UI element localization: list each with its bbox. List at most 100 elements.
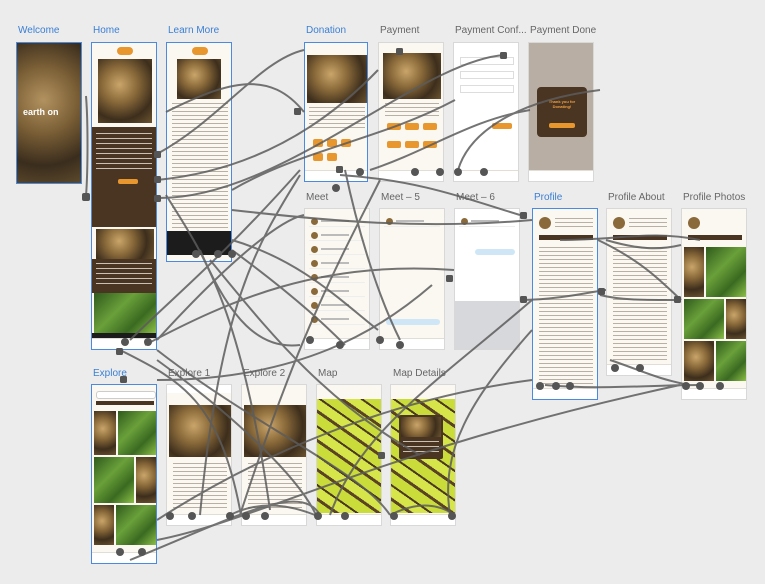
keyboard[interactable] xyxy=(455,301,519,349)
header xyxy=(167,385,231,393)
tab-row[interactable] xyxy=(539,235,593,240)
list-item[interactable] xyxy=(309,301,365,311)
artboard-label-payment-conf[interactable]: Payment Conf... xyxy=(455,25,527,36)
brand-logo: earth on xyxy=(23,107,59,117)
artboard-map-details[interactable] xyxy=(390,384,456,526)
photo-tile[interactable] xyxy=(684,299,724,339)
artboard-label-home[interactable]: Home xyxy=(93,25,120,36)
artboard-label-profile-about[interactable]: Profile About xyxy=(608,192,665,203)
tab-bar[interactable] xyxy=(380,338,444,349)
photo-tile[interactable] xyxy=(94,457,134,503)
chat-bubble xyxy=(475,249,515,255)
amount-option[interactable] xyxy=(327,139,337,147)
photo-tile[interactable] xyxy=(136,457,156,503)
description-text xyxy=(173,463,227,509)
photo-tile[interactable] xyxy=(94,411,116,455)
artboard-donation[interactable] xyxy=(304,42,368,182)
done-button[interactable] xyxy=(549,123,575,128)
threats-section xyxy=(92,259,156,293)
artboard-profile-photos[interactable] xyxy=(681,208,747,400)
photo-tile[interactable] xyxy=(684,247,704,297)
artboard-welcome[interactable]: earth on xyxy=(16,42,82,184)
artboard-label-payment[interactable]: Payment xyxy=(380,25,420,36)
avatar xyxy=(688,217,700,229)
tab-bar[interactable] xyxy=(379,170,443,181)
amount-option[interactable] xyxy=(313,139,323,147)
artboard-payment[interactable] xyxy=(378,42,444,182)
tab-bar[interactable] xyxy=(391,514,455,525)
profile-text xyxy=(539,247,593,387)
photo-tile[interactable] xyxy=(716,341,746,381)
amount-option[interactable] xyxy=(313,153,323,161)
artboard-label-learn-more[interactable]: Learn More xyxy=(168,25,220,36)
artboard-label-payment-done[interactable]: Payment Done xyxy=(530,25,597,36)
list-item[interactable] xyxy=(309,315,365,325)
artboard-label-meet[interactable]: Meet xyxy=(306,192,329,203)
amount-option[interactable] xyxy=(387,141,401,148)
leopard-photo xyxy=(17,43,81,183)
list-item[interactable] xyxy=(309,245,365,255)
habitat-photo xyxy=(94,293,156,333)
profile-name xyxy=(555,218,593,228)
artboard-meet-6[interactable] xyxy=(454,208,520,350)
artboard-home[interactable] xyxy=(91,42,157,350)
brand-logo-icon xyxy=(192,47,208,55)
artboard-payment-done[interactable]: Thank you for Donating! xyxy=(528,42,594,182)
photo-tile[interactable] xyxy=(94,505,114,545)
photo-tile[interactable] xyxy=(118,411,156,455)
artboard-label-welcome[interactable]: Welcome xyxy=(18,25,60,36)
tab-row[interactable] xyxy=(613,235,667,240)
tab-bar[interactable] xyxy=(167,514,231,525)
photo-tile[interactable] xyxy=(726,299,746,339)
artboard-label-explore-2[interactable]: Explore 2 xyxy=(243,368,286,379)
tab-bar[interactable] xyxy=(533,388,597,399)
artboard-label-profile-photos[interactable]: Profile Photos xyxy=(683,192,746,203)
photo-tile[interactable] xyxy=(706,247,746,297)
thank-you-dialog: Thank you for Donating! xyxy=(537,87,587,137)
artboard-profile[interactable] xyxy=(532,208,598,400)
card-number-field[interactable] xyxy=(460,71,514,79)
tab-bar[interactable] xyxy=(92,552,156,563)
photo-tile[interactable] xyxy=(116,505,156,545)
amount-option[interactable] xyxy=(405,141,419,148)
tab-bar[interactable] xyxy=(317,514,381,525)
artboard-label-map[interactable]: Map xyxy=(318,368,338,379)
avatar xyxy=(539,217,551,229)
brand-logo-icon xyxy=(117,47,133,55)
confirm-button[interactable] xyxy=(492,123,512,129)
artboard-label-profile[interactable]: Profile xyxy=(534,192,563,203)
chat-header xyxy=(459,217,515,227)
list-item[interactable] xyxy=(309,231,365,241)
tab-bar[interactable] xyxy=(682,388,746,399)
tab-row[interactable] xyxy=(688,235,742,240)
expiry-field[interactable] xyxy=(460,85,514,93)
chat-header xyxy=(384,217,440,227)
thank-you-text: Thank you for Donating! xyxy=(548,99,576,109)
artboard-label-meet-6[interactable]: Meet – 6 xyxy=(456,192,495,203)
tab-bar[interactable] xyxy=(529,170,593,181)
artboard-label-explore[interactable]: Explore xyxy=(93,368,127,379)
tab-bar[interactable] xyxy=(242,514,306,525)
leopard-photo xyxy=(96,229,154,259)
artboard-explore-1[interactable] xyxy=(166,384,232,526)
amount-option[interactable] xyxy=(327,153,337,161)
about-text xyxy=(613,247,667,363)
link-hotspots xyxy=(82,48,724,556)
photo-tile[interactable] xyxy=(684,341,714,381)
filter-chips[interactable] xyxy=(96,401,154,405)
artboard-label-map-details[interactable]: Map Details xyxy=(393,368,446,379)
chat-bubble xyxy=(386,319,440,325)
leopard-photo xyxy=(169,405,231,457)
amount-option[interactable] xyxy=(405,123,419,130)
intro-section xyxy=(92,127,156,227)
amount-option[interactable] xyxy=(423,123,437,130)
artboard-label-meet-5[interactable]: Meet – 5 xyxy=(381,192,420,203)
artboard-explore[interactable] xyxy=(91,384,157,564)
search-input[interactable] xyxy=(96,391,156,399)
profile-name xyxy=(629,218,667,228)
artboard-label-donation[interactable]: Donation xyxy=(306,25,347,36)
artboard-meet-5[interactable] xyxy=(379,208,445,350)
list-item[interactable] xyxy=(309,273,365,283)
